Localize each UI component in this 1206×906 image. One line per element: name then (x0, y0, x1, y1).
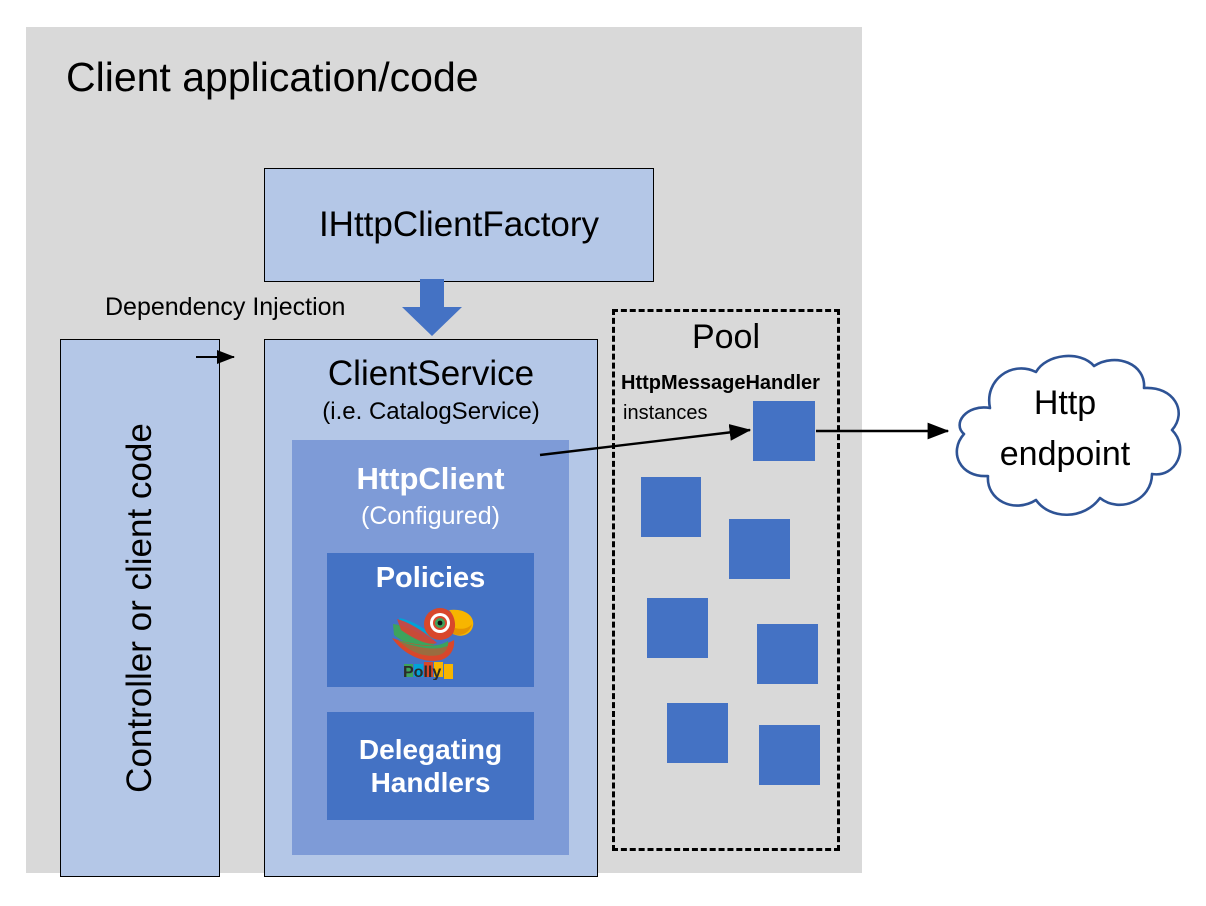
pool-subtitle-httpmessagehandler: HttpMessageHandler (621, 372, 820, 394)
svg-text:Polly: Polly (403, 664, 441, 680)
delegating-handlers-box[interactable]: Delegating Handlers (327, 712, 534, 820)
pool-box[interactable]: Pool HttpMessageHandler instances (612, 309, 840, 851)
httpmessagehandler-instance[interactable] (757, 624, 818, 684)
delegating-handlers-line2: Handlers (370, 767, 491, 798)
controller-or-client-code-box[interactable]: Controller or client code (60, 339, 220, 877)
httpmessagehandler-instance[interactable] (647, 598, 708, 658)
policies-title: Policies (375, 562, 486, 594)
client-application-title: Client application/code (66, 54, 479, 100)
httpmessagehandler-instance[interactable] (641, 477, 701, 537)
block-arrow-down-icon (402, 279, 462, 336)
delegating-handlers-line1: Delegating (358, 734, 503, 765)
httpmessagehandler-instance[interactable] (667, 703, 728, 763)
http-endpoint-cloud[interactable]: Http endpoint (930, 350, 1200, 530)
http-endpoint-line2: endpoint (999, 435, 1131, 473)
ihttpclientfactory-label: IHttpClientFactory (318, 205, 600, 244)
clientservice-subtitle: (i.e. CatalogService) (322, 398, 540, 425)
dependency-injection-label: Dependency Injection (105, 293, 346, 321)
policies-box[interactable]: Policies (327, 553, 534, 687)
pool-title: Pool (691, 318, 761, 356)
http-endpoint-label: Http endpoint (930, 378, 1200, 480)
httpclient-title: HttpClient (356, 461, 505, 496)
httpclient-subtitle: (Configured) (361, 502, 500, 530)
ihttpclientfactory-box[interactable]: IHttpClientFactory (264, 168, 654, 282)
pool-subtitle-instances: instances (623, 402, 708, 424)
httpmessagehandler-instance[interactable] (759, 725, 820, 785)
cloud-shape-icon (955, 354, 1182, 517)
http-endpoint-line1: Http (1033, 384, 1097, 422)
controller-or-client-code-label: Controller or client code (120, 423, 159, 793)
clientservice-title: ClientService (327, 354, 535, 393)
httpmessagehandler-instance[interactable] (729, 519, 790, 579)
polly-parrot-logo: Polly (391, 608, 473, 680)
httpclient-box[interactable]: HttpClient (Configured) Policies (292, 440, 569, 855)
clientservice-box[interactable]: ClientService (i.e. CatalogService) Http… (264, 339, 598, 877)
httpmessagehandler-instance[interactable] (753, 401, 815, 461)
